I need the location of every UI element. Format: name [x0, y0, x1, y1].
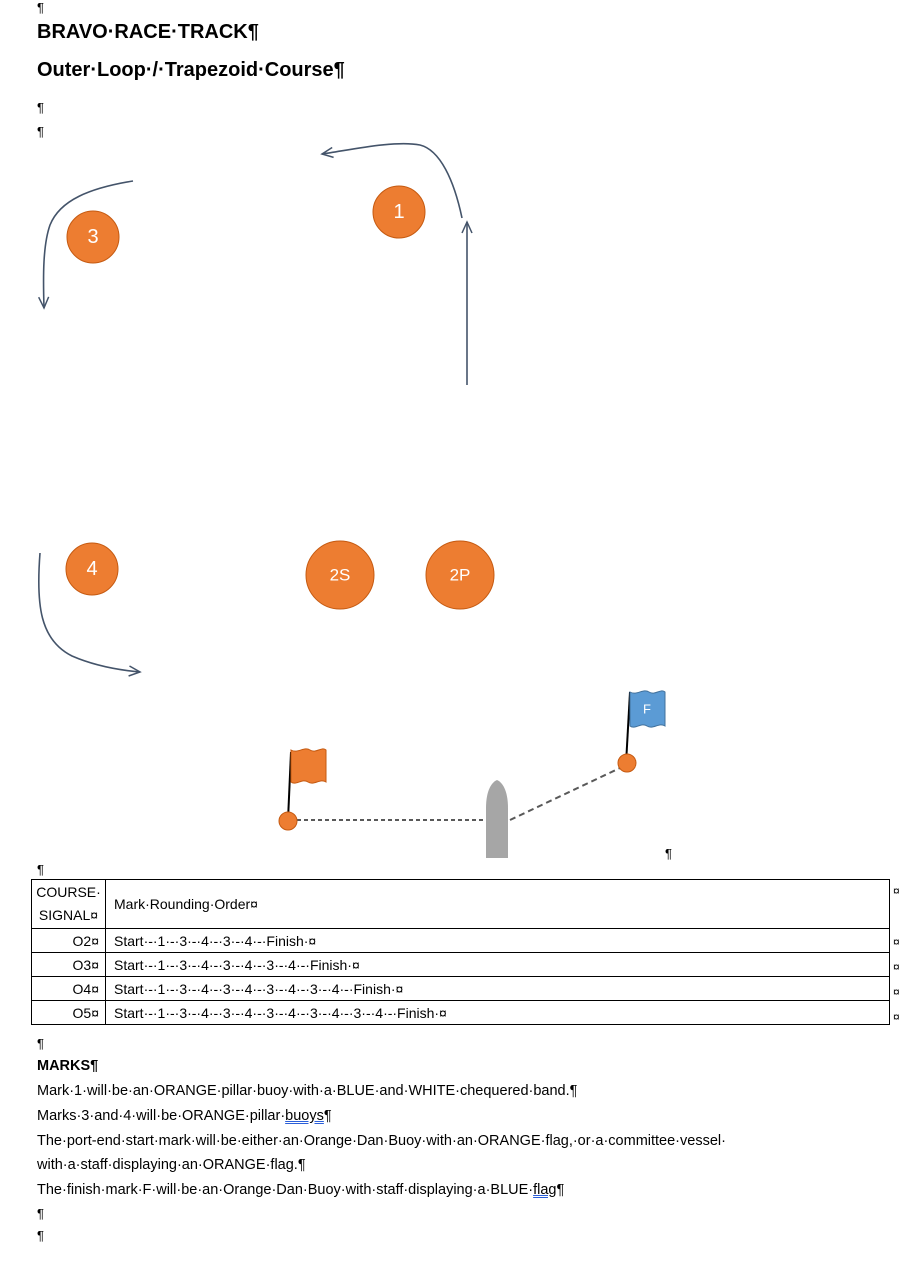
course-signal-table: COURSE· SIGNAL¤ Mark·Rounding·Order¤ O2¤… [31, 879, 890, 1025]
mark-4-buoy: 4 [65, 542, 119, 596]
paragraph-mark: ¶ [37, 0, 44, 15]
committee-vessel-icon [486, 780, 508, 858]
paragraph-mark: ¶ [37, 124, 44, 139]
paragraph-mark: ¶ [37, 862, 44, 877]
marks-line-1: Mark·1·will·be·an·ORANGE·pillar·buoy·wit… [37, 1083, 578, 1099]
rounding-order-cell: Start·-·1·-·3·-·4·-·3·-·4·-·3·-·4·-·3·-·… [105, 1000, 890, 1025]
grammar-flagged-word[interactable]: buoys [285, 1108, 324, 1124]
mark-3-label: 3 [87, 226, 98, 248]
course-signal-cell: O5¤ [31, 1000, 106, 1025]
blue-flag-icon [629, 690, 666, 728]
course-signal-header: COURSE· SIGNAL¤ [31, 879, 106, 929]
mark-rounding-order-header: Mark·Rounding·Order¤ [105, 879, 890, 929]
finish-mark-f: F [617, 690, 666, 773]
rounding-arrow-mark-4 [37, 552, 142, 677]
mark-4-label: 4 [86, 558, 97, 580]
document-title: BRAVO·RACE·TRACK¶ [37, 21, 259, 43]
start-dan-buoy [278, 748, 327, 831]
table-row: O3¤ Start·-·1·-·3·-·4·-·3·-·4·-·3·-·4·-·… [31, 952, 890, 977]
marks-line-2: Marks·3·and·4·will·be·ORANGE·pillar·buoy… [37, 1108, 332, 1124]
marks-heading: MARKS¶ [37, 1058, 99, 1074]
mark-1-buoy: 1 [372, 185, 426, 239]
course-signal-cell: O4¤ [31, 976, 106, 1001]
paragraph-mark: ¶ [37, 1206, 44, 1221]
paragraph-mark: ¶ [37, 100, 44, 115]
paragraph-mark: ¶ [37, 1228, 44, 1243]
rounding-order-cell: Start·-·1·-·3·-·4·-·3·-·4·-·3·-·4·-·Fini… [105, 952, 890, 977]
paragraph-mark: ¶ [665, 846, 672, 861]
marks-line-3: The·port-end·start·mark·will·be·either·a… [37, 1133, 726, 1149]
mark-2p-buoy: 2P [425, 540, 495, 610]
course-signal-cell: O2¤ [31, 928, 106, 953]
grammar-flagged-word[interactable]: flag [533, 1182, 557, 1198]
mark-2s-buoy: 2S [305, 540, 375, 610]
end-of-row-mark: ¤ [893, 960, 900, 974]
end-of-row-mark: ¤ [893, 985, 900, 999]
mark-3-buoy: 3 [66, 210, 120, 264]
end-of-row-mark: ¤ [893, 1010, 900, 1024]
course-diagram: 1 3 4 2S 2P F [37, 142, 666, 858]
table-row: O2¤ Start·-·1·-·3·-·4·-·3·-·4·-·Finish·¤ [31, 928, 890, 953]
marks-line-4: with·a·staff·displaying·an·ORANGE·flag.¶ [37, 1157, 306, 1173]
marks-line-5: The·finish·mark·F·will·be·an·Orange·Dan·… [37, 1182, 565, 1198]
mark-2s-label: 2S [330, 566, 351, 585]
table-row: O5¤ Start·-·1·-·3·-·4·-·3·-·4·-·3·-·4·-·… [31, 1000, 890, 1025]
finish-line [509, 767, 621, 821]
orange-flag-icon [290, 748, 327, 784]
mark-2p-label: 2P [450, 566, 471, 585]
rounding-arrow-mark-3 [37, 180, 134, 310]
course-signal-cell: O3¤ [31, 952, 106, 977]
table-row: O4¤ Start·-·1·-·3·-·4·-·3·-·4·-·3·-·4·-·… [31, 976, 890, 1001]
rounding-order-cell: Start·-·1·-·3·-·4·-·3·-·4·-·Finish·¤ [105, 928, 890, 953]
end-of-row-mark: ¤ [893, 935, 900, 949]
rounding-arrow-mark-1 [320, 142, 463, 219]
end-of-row-mark: ¤ [893, 884, 900, 898]
rounding-order-cell: Start·-·1·-·3·-·4·-·3·-·4·-·3·-·4·-·3·-·… [105, 976, 890, 1001]
paragraph-mark: ¶ [37, 1036, 44, 1051]
finish-flag-label: F [643, 702, 651, 717]
table-header-row: COURSE· SIGNAL¤ Mark·Rounding·Order¤ [31, 879, 890, 929]
document-subtitle: Outer·Loop·/·Trapezoid·Course¶ [37, 59, 345, 81]
mark-1-label: 1 [393, 201, 404, 223]
